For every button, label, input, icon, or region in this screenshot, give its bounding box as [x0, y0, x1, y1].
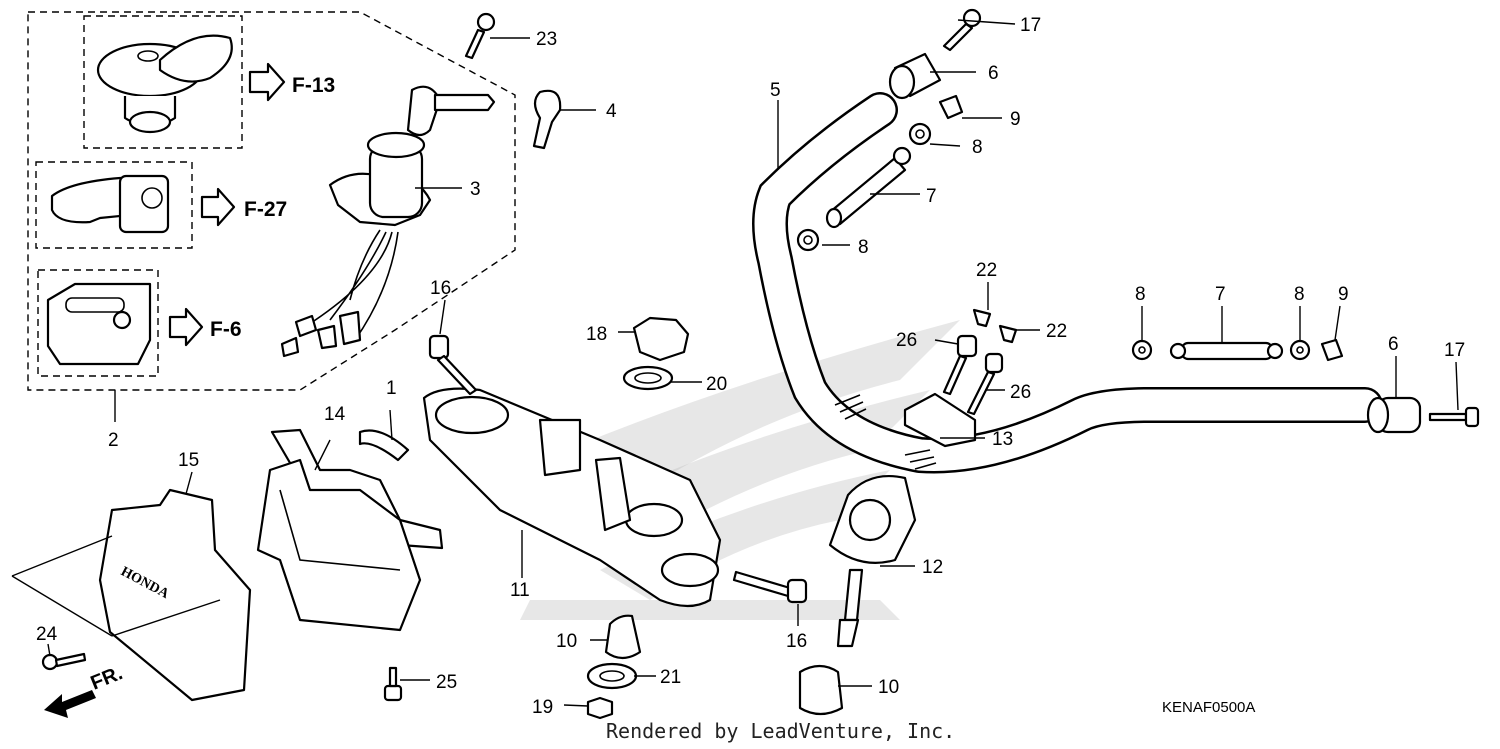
- pin-22-a-icon: [972, 308, 992, 328]
- callout-16-bottom: 16: [786, 631, 807, 652]
- callout-3: 3: [470, 179, 481, 200]
- rubber-mount-10-b-icon: [798, 664, 844, 716]
- rod-7-left-icon: [825, 146, 912, 229]
- callout-9-right: 9: [1338, 284, 1349, 305]
- clip-9-right-icon: [1320, 338, 1344, 362]
- screw-24-icon: [41, 652, 87, 671]
- bar-end-left-icon: [888, 52, 942, 100]
- callout-2: 2: [108, 430, 119, 451]
- storage-lock-icon: [46, 282, 152, 366]
- leader-lines: [11, 19, 1459, 707]
- washer-20-icon: [622, 365, 674, 391]
- callout-16-top: 16: [430, 278, 451, 299]
- callout-26-left: 26: [896, 330, 917, 351]
- callout-4: 4: [606, 101, 617, 122]
- bolt-26-b-icon: [966, 352, 1004, 416]
- handlebar-icon: [752, 92, 1383, 474]
- bar-end-right-icon: [1366, 396, 1422, 434]
- callout-10-b: 10: [878, 677, 899, 698]
- key-set-group-box: [27, 11, 516, 422]
- callout-7-left: 7: [926, 186, 937, 207]
- callout-18: 18: [586, 324, 607, 345]
- callout-20: 20: [706, 374, 727, 395]
- cover-bracket-icon: [256, 428, 444, 632]
- reference-f13: F-13: [292, 74, 335, 97]
- pin-22-b-icon: [998, 324, 1018, 344]
- callout-6-left: 6: [988, 63, 999, 84]
- callout-9-left: 9: [1010, 109, 1021, 130]
- clip-1-icon: [358, 429, 410, 462]
- rubber-mount-10-a-icon: [604, 614, 642, 660]
- callout-labels: 1 2 3 4 5 6 6 7 7 8 8 8 8 9 9 10 10 11 1…: [36, 15, 1465, 718]
- callout-13: 13: [992, 429, 1013, 450]
- callout-17-left: 17: [1020, 15, 1041, 36]
- top-bridge-icon: [422, 387, 722, 608]
- callout-8-b: 8: [858, 237, 869, 258]
- callout-12: 12: [922, 557, 943, 578]
- screw-17-left-icon: [942, 8, 982, 52]
- callout-14: 14: [324, 404, 346, 425]
- nut-19-icon: [586, 696, 614, 720]
- washer-8-c-icon: [1131, 339, 1153, 361]
- arrow-f27-icon: [200, 187, 236, 227]
- washer-8-a-icon: [908, 122, 932, 146]
- reference-f6: F-6: [210, 318, 242, 341]
- reference-f27: F-27: [244, 198, 287, 221]
- key-icon: [532, 89, 562, 150]
- washer-8-b-icon: [796, 228, 820, 252]
- handlebar-holder-icon: [828, 474, 917, 648]
- front-marker-label: FR.: [88, 662, 126, 694]
- callout-15: 15: [178, 450, 199, 471]
- callout-22-right: 22: [1046, 321, 1067, 342]
- diagram-code: KENAF0500A: [1162, 699, 1255, 716]
- callout-17-right: 17: [1444, 340, 1465, 361]
- front-direction-arrow-icon: [44, 690, 96, 718]
- rod-7-right-icon: [1169, 341, 1284, 361]
- callout-25: 25: [436, 672, 457, 693]
- clip-9-left-icon: [938, 94, 964, 120]
- screw-17-right-icon: [1428, 406, 1480, 428]
- screw-23-icon: [464, 12, 496, 60]
- callout-1: 1: [386, 378, 397, 399]
- callout-6-right: 6: [1388, 334, 1399, 355]
- callout-23: 23: [536, 29, 557, 50]
- callout-10-a: 10: [556, 631, 577, 652]
- holder-clamp-icon: [903, 392, 977, 448]
- callout-19: 19: [532, 697, 553, 718]
- washer-8-d-icon: [1289, 339, 1311, 361]
- bolt-16-b-icon: [732, 570, 808, 604]
- callout-8-c: 8: [1135, 284, 1146, 305]
- callout-24: 24: [36, 624, 58, 645]
- front-cover-icon: HONDA: [98, 488, 252, 702]
- seat-lock-icon: [50, 174, 170, 234]
- cap-nut-18-icon: [632, 316, 690, 362]
- arrow-f13-icon: [248, 62, 286, 102]
- callout-21: 21: [660, 667, 681, 688]
- callout-22-top: 22: [976, 260, 997, 281]
- callout-5: 5: [770, 80, 781, 101]
- arrow-f6-icon: [168, 307, 204, 347]
- callout-7-right: 7: [1215, 284, 1226, 305]
- washer-21-icon: [586, 662, 638, 690]
- ignition-switch-icon: [280, 85, 496, 358]
- fuel-cap-icon: [96, 34, 233, 134]
- callout-26-right: 26: [1010, 382, 1031, 403]
- render-credit: Rendered by LeadVenture, Inc.: [606, 719, 955, 743]
- callout-8-a: 8: [972, 137, 983, 158]
- callout-11: 11: [510, 580, 530, 601]
- bolt-16-a-icon: [428, 334, 478, 396]
- callout-8-d: 8: [1294, 284, 1305, 305]
- screw-25-icon: [383, 666, 403, 702]
- bolt-26-a-icon: [942, 334, 978, 396]
